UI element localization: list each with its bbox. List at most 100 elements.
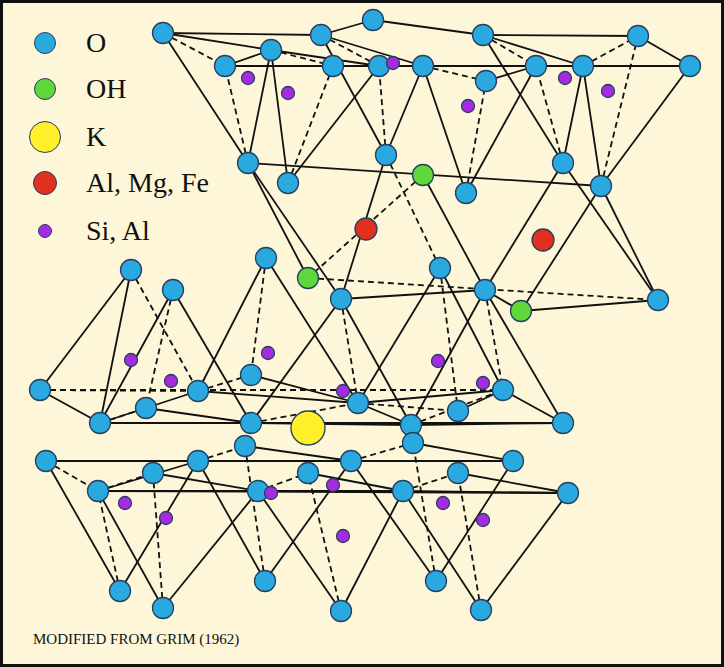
atom — [526, 56, 547, 77]
atom — [475, 280, 496, 301]
atom — [331, 601, 352, 622]
bond-line — [245, 446, 265, 581]
atom — [559, 72, 572, 85]
bond-line — [225, 65, 690, 67]
atom — [163, 280, 184, 301]
atom — [432, 355, 445, 368]
atom — [476, 71, 497, 92]
atom — [430, 258, 451, 279]
bond-line — [485, 290, 503, 390]
bond-line — [258, 491, 341, 611]
atom — [337, 530, 350, 543]
bond-line — [481, 493, 568, 610]
bond-line — [358, 268, 440, 403]
atom — [532, 229, 554, 251]
atom — [493, 380, 514, 401]
bond-line — [100, 270, 131, 423]
atom — [387, 57, 400, 70]
bond-line — [100, 290, 173, 423]
bond-line — [308, 473, 341, 611]
bond-line — [601, 66, 690, 186]
atom — [558, 483, 579, 504]
source-caption: MODIFIED FROM GRIM (1962) — [33, 630, 239, 648]
atom — [403, 433, 424, 454]
bond-line — [248, 163, 341, 299]
bond-line — [386, 66, 423, 155]
bond-line — [411, 390, 503, 425]
atom — [241, 413, 262, 434]
atom — [143, 463, 164, 484]
atom — [337, 385, 350, 398]
bond-line — [403, 491, 481, 610]
bond-line — [601, 186, 658, 300]
atom — [30, 380, 51, 401]
bond-line — [386, 155, 440, 268]
atom — [477, 514, 490, 527]
bond-line — [40, 389, 503, 391]
atom — [393, 481, 414, 502]
bond-line — [163, 33, 271, 50]
bond-line — [485, 290, 563, 423]
bond-line — [521, 300, 658, 311]
bond-line — [379, 66, 386, 155]
atom — [503, 451, 524, 472]
bond-line — [423, 175, 485, 290]
atom — [413, 56, 434, 77]
bond-line — [466, 66, 536, 193]
bond-line — [40, 270, 131, 390]
bond-line — [563, 163, 658, 300]
bond-line — [248, 163, 601, 186]
atom — [369, 56, 390, 77]
bond-line — [373, 20, 483, 35]
atom — [235, 436, 256, 457]
atom — [165, 375, 178, 388]
bond-line — [163, 33, 321, 35]
bond-line — [483, 35, 638, 36]
legend-label: O — [86, 26, 106, 60]
atom — [477, 377, 490, 390]
bond-line — [248, 163, 308, 278]
bond-line — [341, 491, 403, 611]
atom — [215, 56, 236, 77]
bond-line — [341, 290, 485, 299]
legend-label: OH — [86, 72, 126, 106]
bond-line — [251, 299, 341, 423]
bond-line — [308, 473, 403, 491]
bond-line — [436, 461, 513, 581]
atom — [680, 56, 701, 77]
bond-line — [411, 290, 485, 425]
bond-line — [358, 403, 458, 411]
atom — [121, 260, 142, 281]
atom — [262, 347, 275, 360]
bond-line — [198, 461, 265, 581]
bond-line — [308, 278, 658, 300]
atom — [363, 10, 384, 31]
atom — [448, 463, 469, 484]
atom — [471, 600, 492, 621]
atom — [437, 497, 450, 510]
atom — [238, 153, 259, 174]
legend-swatch — [33, 171, 57, 195]
bond-line — [198, 258, 266, 391]
atom — [511, 301, 532, 322]
atom — [376, 145, 397, 166]
atom — [456, 183, 477, 204]
atom — [591, 176, 612, 197]
legend-swatch — [29, 121, 61, 153]
bond-line — [266, 258, 358, 403]
bond-line — [308, 175, 423, 278]
atom — [153, 598, 174, 619]
atom — [153, 23, 174, 44]
bond-line — [483, 35, 563, 163]
atom — [265, 487, 278, 500]
atom — [241, 365, 262, 386]
legend-swatch — [34, 78, 56, 100]
bond-line — [458, 473, 481, 610]
atom — [355, 218, 377, 240]
bond-line — [146, 408, 251, 423]
atom — [278, 173, 299, 194]
bond-line — [271, 50, 288, 183]
bond-line — [245, 446, 351, 461]
legend-label: K — [86, 120, 106, 154]
atom — [628, 26, 649, 47]
